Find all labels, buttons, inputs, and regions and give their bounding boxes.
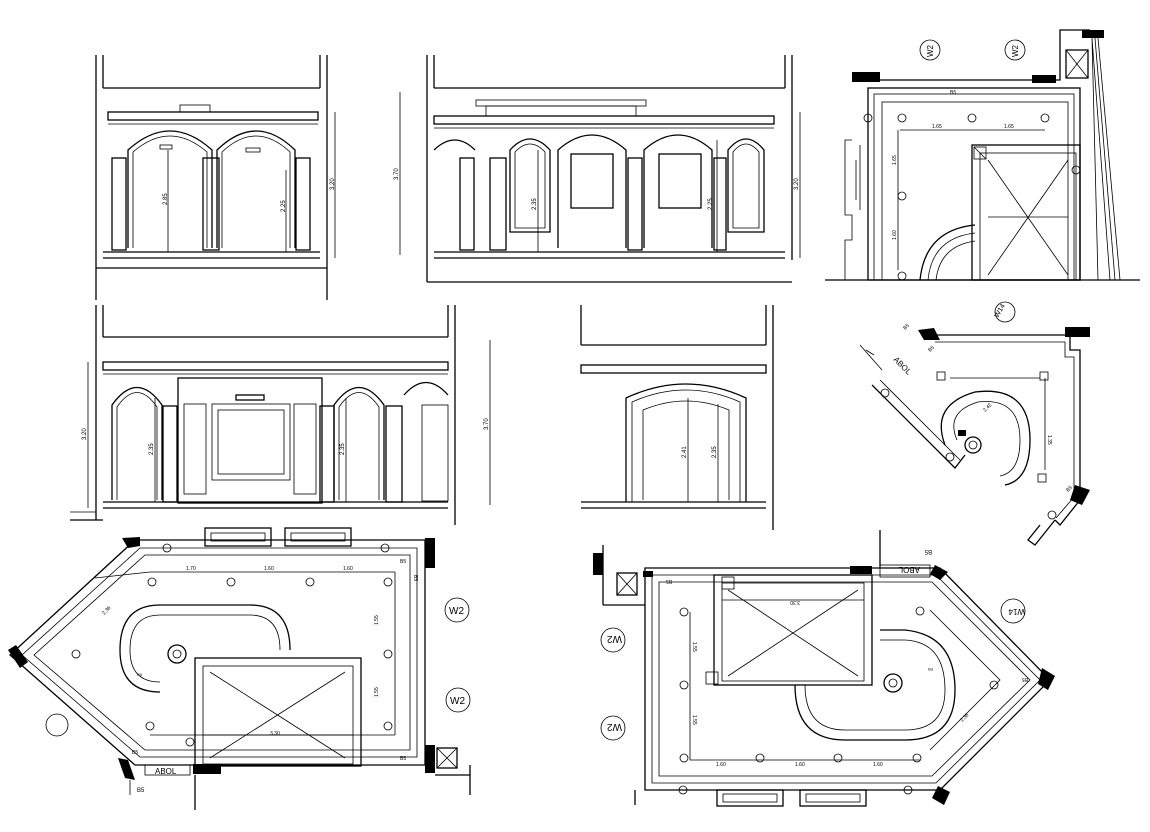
bl-code: ABOL [155,767,177,776]
e1-dim-1: 2.85 [163,193,169,205]
br-fixture-label: R5 [927,667,933,672]
ceiling-plan-top-right: W2 W2 B5 1.65 1.65 1.65 1.60 [825,29,1140,281]
bl-mark-4: B5 [137,788,145,794]
tr-dim-2: 1.65 [1004,124,1014,130]
e3-dim-overall: 3.20 [82,428,88,440]
rot-mark-3: B5 [1065,485,1074,494]
br-dim-bottom-3: 1.60 [873,762,883,768]
elevation-1: 2.85 2.25 3.20 [95,55,336,300]
bl-mark-2: B5 [400,756,406,762]
bl-fixture-label: R5 [137,672,143,677]
e1-dim-overall: 3.20 [330,178,336,190]
ceiling-plan-bottom-left: ABOL W2 W2 1.70 1.60 1.60 1.55 [8,527,471,810]
rot-mark-2: B5 [927,345,936,354]
tag-w2-a: W2 [926,44,935,57]
e3-dim-overall-right: 3.70 [484,418,490,430]
e1-dim-2: 2.25 [281,200,287,212]
br-dim-diag: 2.36 [959,712,970,723]
br-dim-box: 3.30 [790,599,800,605]
ceiling-plan-bottom-right: ABOL W2 W2 W14 1.60 [593,530,1055,807]
bl-dim-top-1: 1.70 [186,566,196,572]
bl-mark-3: B5 [132,750,138,756]
br-dim-side-1: 1.55 [691,642,697,652]
br-dim-bottom-2: 1.60 [795,762,805,768]
bl-dim-diag: 2.36 [101,605,112,616]
elevation-2: 3.70 2.35 2.25 3.20 [394,55,801,283]
tag-w2-b: W2 [1011,44,1020,57]
bl-dim-side-2: 1.55 [374,687,380,697]
bl-tag-w2-a: W2 [449,606,464,617]
br-mark-1: B5 [666,578,672,584]
br-tag-w14: W14 [1008,607,1025,616]
bl-dim-side-1: 1.55 [374,615,380,625]
tr-dim-3: 1.65 [892,155,898,165]
e3-dim-2: 2.35 [340,443,346,455]
br-dim-bottom-1: 1.60 [716,762,726,768]
bl-dim-box: 3.30 [270,731,280,737]
br-tag-w2-b: W2 [607,721,622,732]
e4-dim-1: 2.41 [682,446,688,458]
e2-dim-overall-right: 3.20 [794,178,800,190]
tag-w14: W14 [994,303,1007,319]
e2-dim-overall-left: 3.70 [394,168,400,180]
tr-dim-1: 1.65 [932,124,942,130]
br-mark-3: B5 [1022,676,1028,682]
e4-dim-2: 2.35 [712,446,718,458]
bl-dim-top-3: 1.60 [343,566,353,572]
rot-mark-1: B5 [902,323,911,332]
tr-mark: B5 [950,90,956,96]
e2-dim-1: 2.35 [532,198,538,210]
elevation-3: 3.20 2.35 2.35 3.70 [70,305,491,525]
br-dim-side-2: 1.55 [691,715,697,725]
bl-mark-5: B5 [412,575,418,581]
rot-code: ABOL [892,355,914,377]
bl-mark-1: B5 [400,559,406,565]
br-mark-2: B5 [924,548,932,554]
br-code: ABOL [898,565,920,574]
e3-dim-1: 2.35 [149,443,155,455]
rot-dim-1: 1.35 [1046,435,1052,445]
br-tag-w2-a: W2 [607,633,622,644]
bl-tag-w2-b: W2 [450,696,465,707]
e2-dim-2: 2.25 [708,198,714,210]
bl-dim-top-2: 1.60 [264,566,274,572]
rot-dim-2: 2.42 [982,402,993,413]
elevation-4: 2.41 2.35 [580,305,774,530]
tr-dim-4: 1.60 [892,230,898,240]
ceiling-plan-rotated: W14 ABOL B5 B5 B5 1.35 2.42 [859,301,1090,546]
